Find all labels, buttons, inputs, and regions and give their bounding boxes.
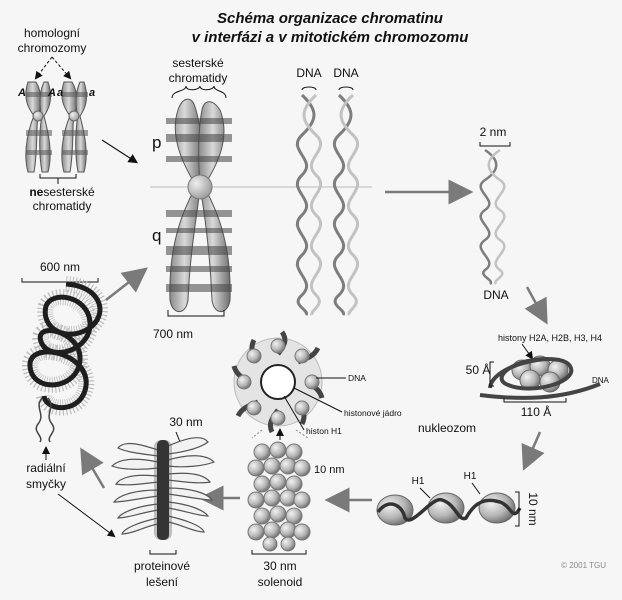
p-arm-label: p: [152, 133, 161, 152]
dna-label-1: DNA: [296, 66, 321, 80]
allele-A-right: A: [47, 87, 56, 99]
angstrom110-label: 110 Å: [521, 404, 551, 419]
nm30-label: 30 nm: [169, 415, 202, 429]
q-arm-label: q: [152, 226, 161, 245]
arrow-nucleosome-to-beads: [521, 431, 545, 471]
mitotic-chromosome: sesterské chromatidy p q 700 nm: [150, 56, 372, 341]
nm2-label: 2 nm: [480, 125, 507, 139]
solenoid-label-2: solenoid: [258, 575, 303, 589]
arrow-scaffold-to-loops: [80, 447, 106, 489]
beads-on-string: H1 H1 10 nm: [376, 471, 540, 527]
nm700-label: 700 nm: [153, 327, 193, 341]
sesterske-label-2: chromatidy: [169, 71, 228, 85]
nm10-solenoid-label: 10 nm: [314, 464, 345, 476]
title-line-2: v interfázi a v mitotickém chromozomu: [192, 29, 469, 46]
histonove-jadro-label: histonové jádro: [344, 408, 402, 418]
homologni-label-1: homologní: [24, 26, 81, 40]
angstrom50-label: 50 Å: [466, 362, 491, 377]
nesesterske-bold: ne: [29, 185, 43, 199]
dna-helix-1: [295, 93, 323, 316]
protein-scaffold: 30 nm proteinové lešení: [110, 415, 216, 589]
arrow-loops-to-chromosome: [105, 267, 148, 301]
copyright-label: © 2001 TGU: [561, 561, 606, 570]
proteinove-label-1: proteinové: [134, 559, 190, 573]
chromosome-right: [61, 81, 88, 173]
radialni-label-1: radiální: [26, 461, 66, 475]
solenoid-cross-section: DNA histonové jádro histon H1: [231, 330, 402, 440]
nesesterske-rest: sesterské: [43, 185, 95, 199]
arrow-homolog-to-chromosome: [101, 139, 139, 164]
allele-a-right: a: [89, 87, 95, 99]
h1-label-a: H1: [412, 476, 425, 487]
histony-label: histony H2A, H2B, H3, H4: [498, 333, 602, 343]
chromosome-left: [25, 81, 52, 173]
dna-label-3: DNA: [483, 288, 508, 302]
nm600-label: 600 nm: [40, 260, 80, 274]
centromere: [187, 174, 213, 200]
solenoid-fiber: [247, 441, 311, 552]
nm10-vertical-label: 10 nm: [526, 492, 540, 525]
arrow-2nm-to-nucleosome: [524, 286, 548, 325]
dna-helix-2: [332, 93, 360, 316]
proteinove-label-2: lešení: [146, 575, 179, 589]
h1-label-b: H1: [464, 471, 477, 482]
nukleozom-label: nukleozom: [418, 421, 476, 435]
radialni-label-2: smyčky: [26, 477, 66, 491]
homologous-chromosomes: homologní chromozomy A A a a nesesterské: [17, 26, 95, 213]
title-line-1: Schéma organizace chromatinu: [217, 10, 443, 27]
allele-a-left: a: [57, 87, 63, 99]
nucleosome: histony H2A, H2B, H3, H4 DNA 50 Å 110 Å: [466, 333, 610, 419]
nesesterske-label-2: chromatidy: [33, 199, 92, 213]
coiled-loops-600nm: 600 nm radiální smyčky: [21, 260, 116, 538]
dna-label-2: DNA: [333, 66, 358, 80]
histon-h1-label: histon H1: [306, 426, 342, 436]
homologni-label-2: chromozomy: [18, 41, 87, 55]
sesterske-label-1: sesterské: [172, 56, 224, 70]
dna-helices: DNA DNA: [295, 66, 360, 316]
nesesterske-label-1: nesesterské: [29, 185, 95, 199]
dna-solenoid-label: DNA: [348, 373, 366, 383]
allele-A-left: A: [17, 87, 26, 99]
solenoid-label-1: 30 nm: [263, 559, 296, 573]
dna-2nm: 2 nm DNA: [479, 125, 511, 302]
dna-nucleosome-label: DNA: [592, 376, 610, 385]
